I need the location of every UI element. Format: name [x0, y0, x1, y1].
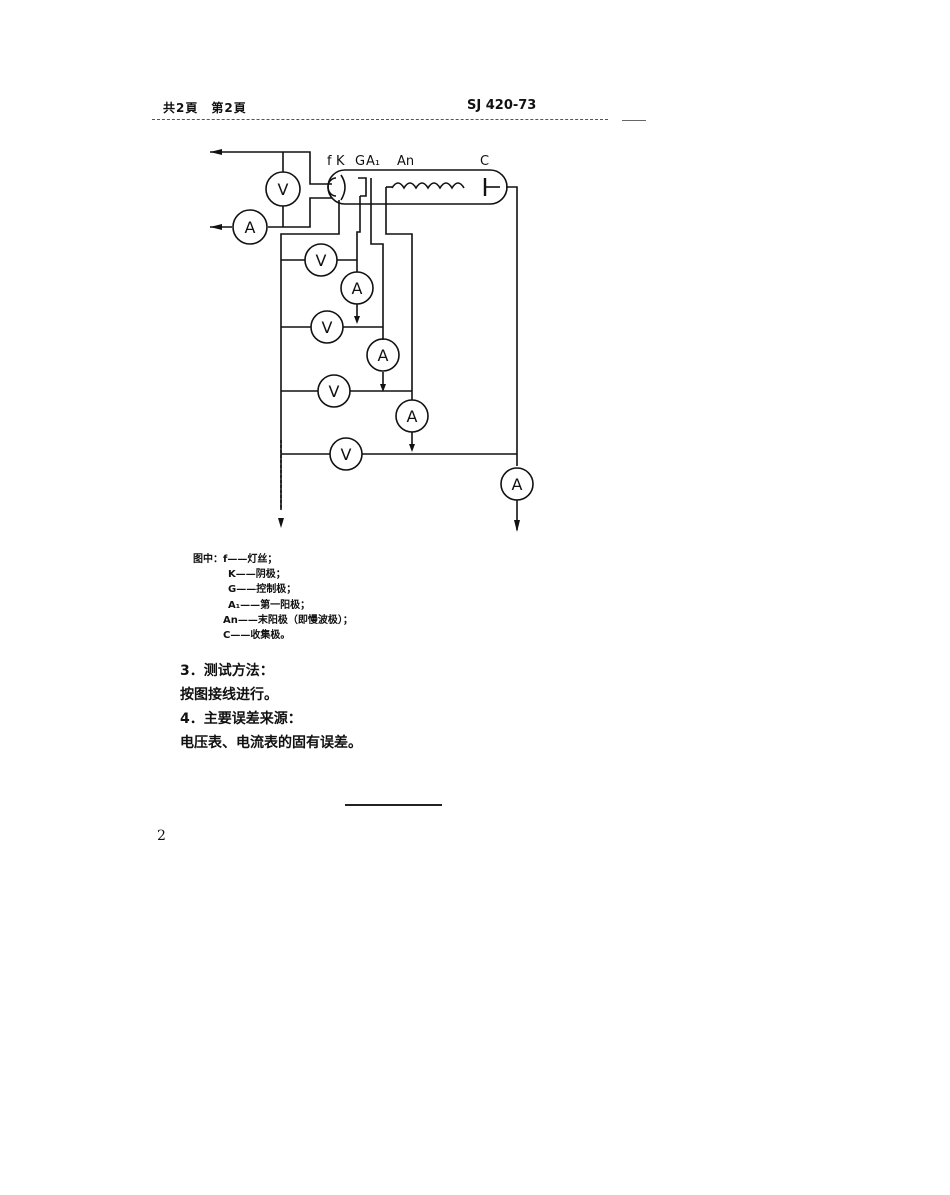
- voltmeter-symbol: V: [278, 180, 289, 199]
- label-final-anode: An: [397, 154, 414, 169]
- legend-row: G——控制极；: [193, 582, 353, 597]
- legend-symbol: C: [223, 630, 231, 642]
- legend-desc: ——收集极。: [230, 630, 291, 642]
- header-divider-tail: [622, 120, 646, 121]
- legend-desc: ——阴极；: [235, 569, 286, 581]
- legend-row: 图中：f——灯丝；: [193, 552, 353, 567]
- voltmeter-symbol: V: [341, 445, 352, 464]
- label-filament: f: [327, 154, 332, 169]
- label-cathode: K: [336, 154, 345, 169]
- legend-symbol: An: [223, 614, 238, 626]
- legend-desc: ——控制极；: [236, 584, 297, 596]
- legend-row: A₁——第一阳极；: [193, 598, 353, 613]
- header-divider: [152, 119, 608, 120]
- section-text-test-method: 按图接线进行。: [180, 687, 278, 703]
- label-collector: C: [480, 154, 489, 169]
- legend-symbol: f: [223, 554, 228, 565]
- legend-row: An——末阳极（即慢波极）；: [193, 613, 353, 628]
- ammeter-symbol: A: [245, 218, 256, 237]
- body-sections: 3．测试方法： 按图接线进行。 4．主要误差来源： 电压表、电流表的固有误差。: [180, 659, 362, 755]
- standard-code: SJ 420-73: [467, 98, 537, 113]
- label-first-anode: A₁: [366, 154, 380, 169]
- ammeter-symbol: A: [407, 407, 418, 426]
- section-heading-error-sources: 4．主要误差来源：: [180, 711, 302, 727]
- page-number: 2: [157, 828, 166, 844]
- voltmeter-symbol: V: [316, 251, 327, 270]
- legend-row: K——阴极；: [193, 567, 353, 582]
- ammeter-symbol: A: [378, 346, 389, 365]
- voltmeter-symbol: V: [329, 382, 340, 401]
- label-grid: G: [355, 154, 365, 169]
- legend-desc: ——第一阳极；: [240, 599, 311, 611]
- legend-symbol: K: [228, 569, 236, 581]
- section-heading-test-method: 3．测试方法：: [180, 663, 274, 679]
- legend-desc: ——灯丝；: [227, 554, 278, 565]
- ammeter-symbol: A: [512, 475, 523, 494]
- section-text-error-sources: 电压表、电流表的固有误差。: [180, 735, 362, 751]
- ammeter-symbol: A: [352, 279, 363, 298]
- legend-symbol: A₁: [228, 599, 241, 611]
- voltmeter-symbol: V: [322, 318, 333, 337]
- diagram-legend: 图中：f——灯丝； K——阴极； G——控制极； A₁——第一阳极； An——末…: [193, 552, 353, 643]
- end-of-document-rule: [345, 804, 442, 806]
- legend-symbol: G: [228, 584, 237, 596]
- legend-prefix: 图中：: [193, 554, 223, 565]
- legend-desc: ——末阳极（即慢波极）；: [237, 614, 353, 626]
- legend-row: C——收集极。: [193, 628, 353, 643]
- circuit-diagram: V A V A V A V A V A f K G A₁ An C: [210, 149, 534, 532]
- page-count-info: 共2頁 第2頁: [163, 101, 247, 115]
